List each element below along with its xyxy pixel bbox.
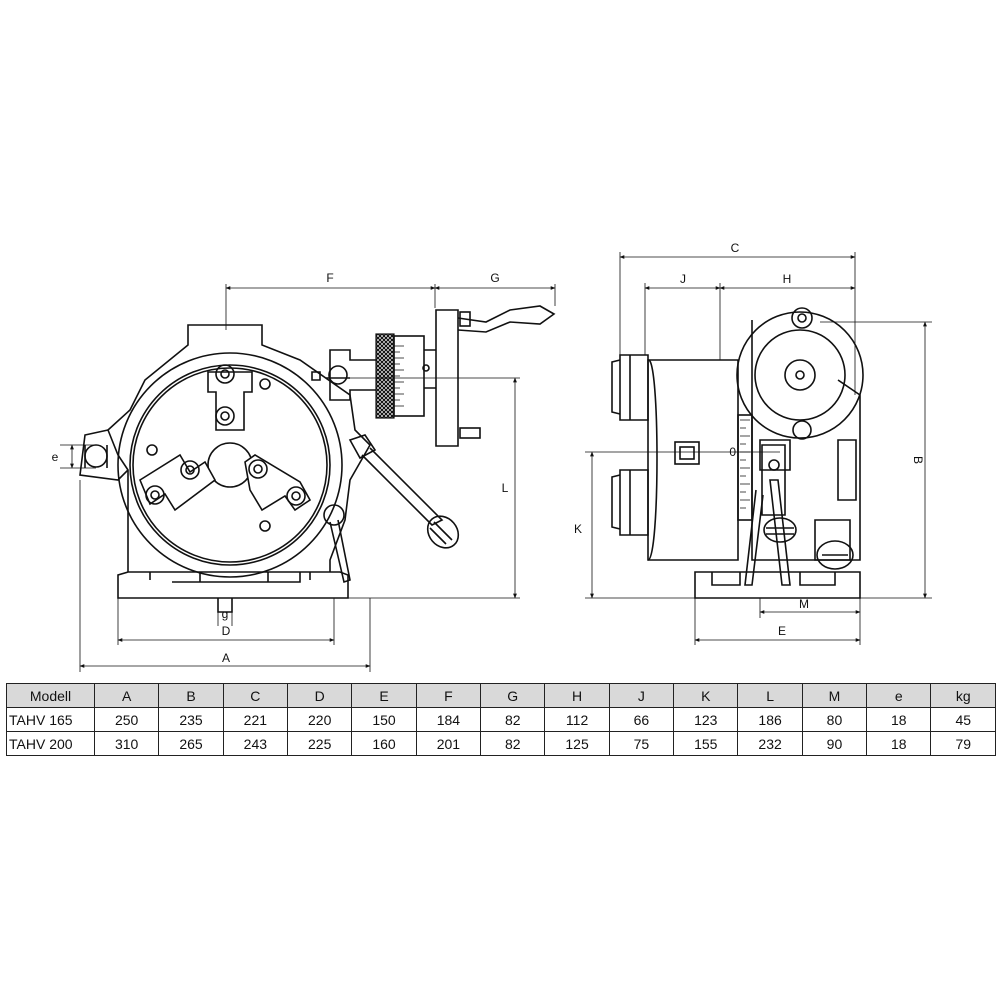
dim-label-E: E: [778, 624, 786, 638]
table-cell: 310: [93, 731, 160, 756]
table-cell: 235: [158, 707, 224, 732]
spec-table: Modell A B C D E F G H J K L M e kg TAHV…: [6, 683, 996, 756]
table-cell: 220: [287, 707, 353, 732]
table-cell: 82: [480, 707, 546, 732]
table-cell: 186: [737, 707, 803, 732]
table-cell: 112: [544, 707, 610, 732]
dim-label-J: J: [680, 272, 686, 286]
table-cell: 123: [673, 707, 739, 732]
front-view: F G L e g D A: [52, 271, 556, 672]
table-cell: 45: [930, 707, 996, 732]
col-header-e-upper: E: [351, 683, 417, 708]
dim-label-F: F: [326, 271, 333, 285]
dim-label-K: K: [574, 522, 582, 536]
table-cell-model: TAHV 165: [6, 707, 95, 732]
col-header-modell: Modell: [6, 683, 95, 708]
table-cell: 232: [737, 731, 803, 756]
dial-scale: [394, 345, 404, 407]
table-cell: 225: [287, 731, 353, 756]
dim-label-M: M: [799, 597, 809, 611]
table-cell: 150: [351, 707, 417, 732]
dim-label-B: B: [911, 456, 925, 464]
dim-label-C: C: [731, 241, 740, 255]
col-header-j: J: [608, 683, 675, 708]
table-cell: 125: [544, 731, 610, 756]
side-view: 0 C J H: [574, 241, 932, 645]
col-header-k: K: [673, 683, 739, 708]
col-header-h: H: [544, 683, 610, 708]
table-cell: 18: [866, 707, 932, 732]
table-cell: 80: [801, 707, 868, 732]
table-cell: 82: [480, 731, 546, 756]
col-header-a: A: [93, 683, 160, 708]
table-cell: 160: [351, 731, 417, 756]
col-header-kg: kg: [930, 683, 996, 708]
table-cell: 18: [866, 731, 932, 756]
table-row: TAHV 165 250 235 221 220 150 184 82 112 …: [6, 707, 996, 732]
col-header-m: M: [801, 683, 868, 708]
table-cell: 201: [415, 731, 482, 756]
table-cell: 90: [801, 731, 868, 756]
table-cell: 75: [608, 731, 675, 756]
table-cell: 155: [673, 731, 739, 756]
table-cell: 221: [222, 707, 289, 732]
col-header-e-lower: e: [866, 683, 932, 708]
dim-label-g: g: [222, 607, 229, 621]
dim-label-D: D: [222, 624, 231, 638]
col-header-c: C: [222, 683, 289, 708]
col-header-l: L: [737, 683, 803, 708]
col-header-d: D: [287, 683, 353, 708]
table-cell: 66: [608, 707, 675, 732]
col-header-f: F: [415, 683, 482, 708]
dim-label-H: H: [783, 272, 792, 286]
col-header-g: G: [480, 683, 546, 708]
table-header-row: Modell A B C D E F G H J K L M e kg: [6, 683, 996, 708]
dim-label-G: G: [490, 271, 499, 285]
table-cell: 184: [415, 707, 482, 732]
dim-label-L: L: [502, 481, 509, 495]
col-header-b: B: [158, 683, 224, 708]
table-cell-model: TAHV 200: [6, 731, 95, 756]
table-cell: 243: [222, 731, 289, 756]
dim-label-A: A: [222, 651, 230, 665]
technical-drawing: F G L e g D A: [52, 241, 932, 672]
table-cell: 250: [93, 707, 160, 732]
table-row: TAHV 200 310 265 243 225 160 201 82 125 …: [6, 731, 996, 756]
table-cell: 265: [158, 731, 224, 756]
dim-label-e: e: [52, 450, 59, 464]
table-cell: 79: [930, 731, 996, 756]
